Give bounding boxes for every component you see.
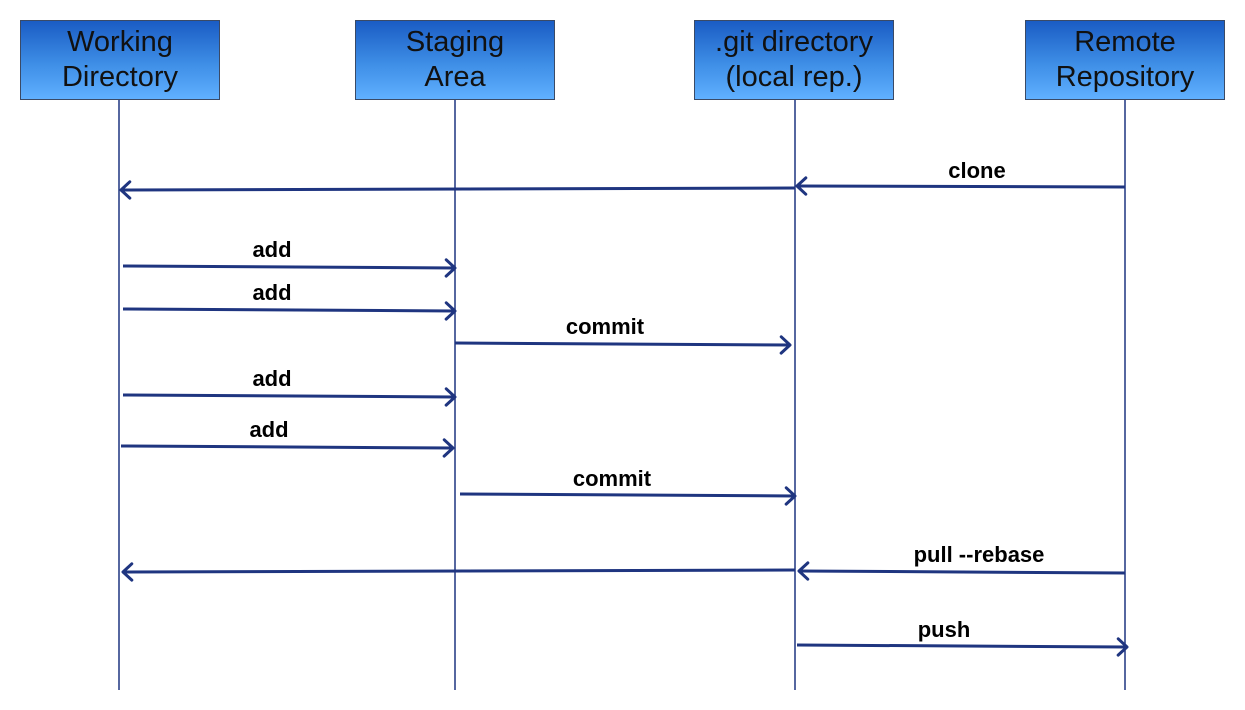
actor-label: Staging Area [405,26,505,93]
message-label-add: add [252,280,292,305]
message-label-commit: commit [565,314,645,339]
message-label-clone: clone [948,158,1006,183]
message-label-add: add [252,237,292,262]
arrow-pull-git-to-working [121,562,796,582]
arrowhead [779,335,792,355]
arrow-clone-remote-to-git [795,176,1126,196]
actor-git-directory: .git directory (local rep.) [694,20,894,100]
arrow-add-1 [122,258,457,278]
arrowhead [444,387,457,407]
actor-working-directory: Working Directory [20,20,220,100]
message-label-push: push [917,617,971,642]
actor-label: Remote Repository [1055,26,1195,93]
message-label-pull-rebase: pull --rebase [913,542,1045,567]
arrowhead [444,258,457,278]
arrow-commit-2 [459,486,797,506]
actor-staging-area: Staging Area [355,20,555,100]
actor-remote-repository: Remote Repository [1025,20,1225,100]
arrowhead [444,301,457,321]
arrow-add-2 [122,301,457,321]
arrow-clone-git-to-working [119,180,796,200]
arrow-push [796,637,1129,657]
message-label-add: add [252,366,292,391]
arrow-add-3 [122,387,457,407]
arrowhead [795,176,808,196]
arrowhead [442,438,455,458]
arrow-add-4 [120,438,455,458]
arrow-pull-remote-to-git [797,561,1126,581]
arrowhead [119,180,132,200]
message-label-commit: commit [572,466,652,491]
actor-label: Working Directory [61,26,178,93]
arrowhead [784,486,797,506]
message-label-add: add [249,417,289,442]
actor-label: .git directory (local rep.) [715,26,873,93]
arrowhead [1116,637,1129,657]
arrowhead [121,562,134,582]
arrow-commit-1 [454,335,792,355]
arrowhead [797,561,810,581]
